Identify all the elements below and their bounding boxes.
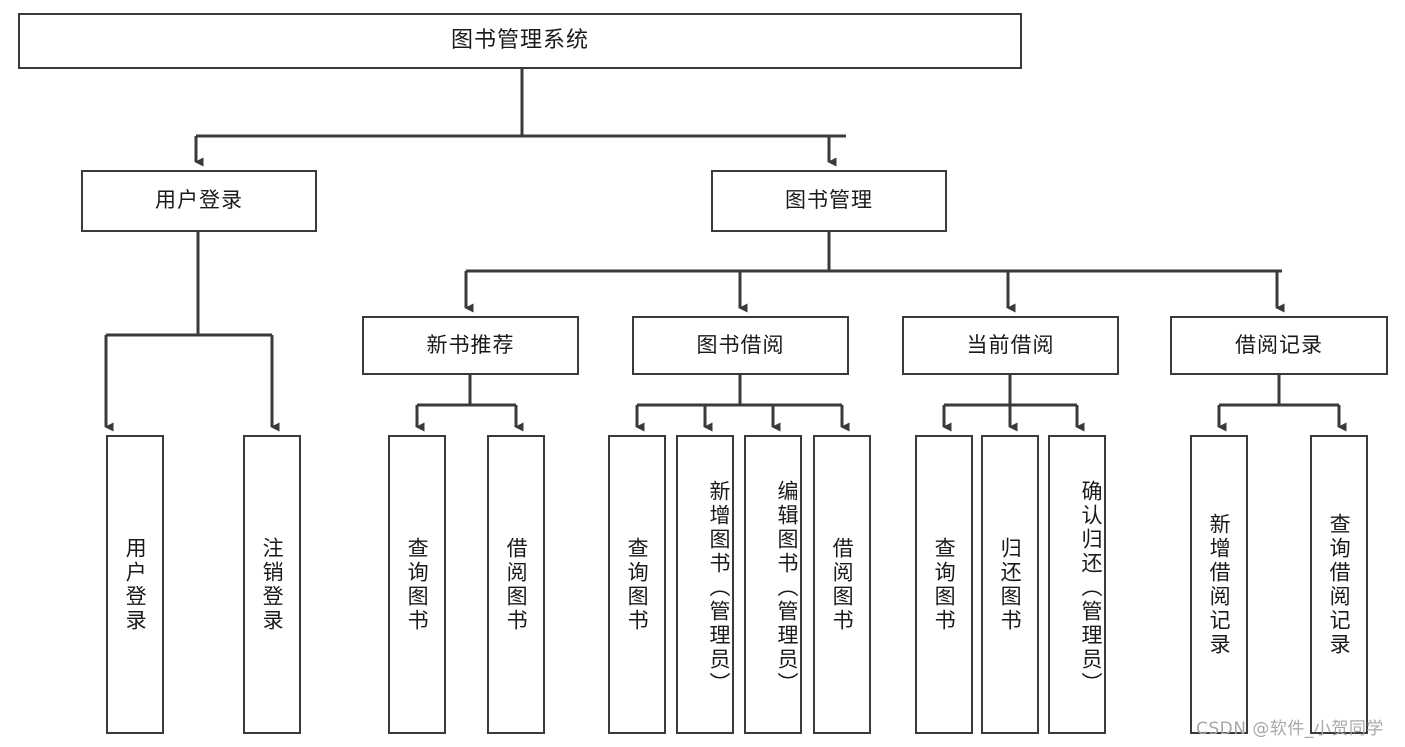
node-label: 注销登录 — [260, 536, 285, 633]
node-label: 借阅图书 — [504, 536, 529, 633]
node-label: 新增借阅记录 — [1207, 512, 1232, 657]
node-label: 查询图书 — [405, 536, 430, 633]
node-label: 新增图书（管理员） — [707, 479, 731, 696]
node-label: 查询图书 — [625, 536, 650, 633]
leaf-query-book-borrow[interactable]: 查询图书 — [608, 435, 666, 734]
node-label: 当前借阅 — [966, 332, 1055, 357]
node-label: 图书管理系统 — [450, 27, 589, 53]
node-label: 图书借阅 — [696, 332, 785, 357]
leaf-user-login[interactable]: 用户登录 — [106, 435, 164, 734]
node-label: 查询图书 — [932, 536, 957, 633]
leaf-return-book[interactable]: 归还图书 — [981, 435, 1039, 734]
node-label: 用户登录 — [155, 188, 243, 213]
node-label: 编辑图书（管理员） — [775, 479, 799, 696]
node-label: 借阅记录 — [1235, 332, 1323, 357]
node-new-book-recommend[interactable]: 新书推荐 — [362, 316, 579, 375]
csdn-watermark: CSDN @软件_小贺同学 — [1196, 719, 1384, 739]
leaf-confirm-return-admin[interactable]: 确认归还（管理员） — [1048, 435, 1106, 734]
leaf-borrow-book-recommend[interactable]: 借阅图书 — [487, 435, 545, 734]
node-label: 确认归还（管理员） — [1079, 479, 1103, 696]
leaf-edit-book-admin[interactable]: 编辑图书（管理员） — [744, 435, 802, 734]
node-label: 新书推荐 — [426, 332, 515, 357]
node-label: 借阅图书 — [830, 536, 855, 633]
node-label: 图书管理 — [785, 188, 873, 213]
node-borrow-record[interactable]: 借阅记录 — [1170, 316, 1388, 375]
node-label: 用户登录 — [123, 536, 148, 633]
leaf-add-book-admin[interactable]: 新增图书（管理员） — [676, 435, 734, 734]
node-book-manage[interactable]: 图书管理 — [711, 170, 947, 232]
leaf-borrow-book[interactable]: 借阅图书 — [813, 435, 871, 734]
node-root-system[interactable]: 图书管理系统 — [18, 13, 1022, 69]
node-label: 查询借阅记录 — [1327, 512, 1352, 657]
leaf-logout[interactable]: 注销登录 — [243, 435, 301, 734]
leaf-query-book-current[interactable]: 查询图书 — [915, 435, 973, 734]
leaf-add-borrow-record[interactable]: 新增借阅记录 — [1190, 435, 1248, 734]
leaf-query-book-recommend[interactable]: 查询图书 — [388, 435, 446, 734]
leaf-query-borrow-record[interactable]: 查询借阅记录 — [1310, 435, 1368, 734]
node-current-borrow[interactable]: 当前借阅 — [902, 316, 1119, 375]
node-label: 归还图书 — [998, 536, 1023, 633]
node-book-borrow[interactable]: 图书借阅 — [632, 316, 849, 375]
node-user-login[interactable]: 用户登录 — [81, 170, 317, 232]
